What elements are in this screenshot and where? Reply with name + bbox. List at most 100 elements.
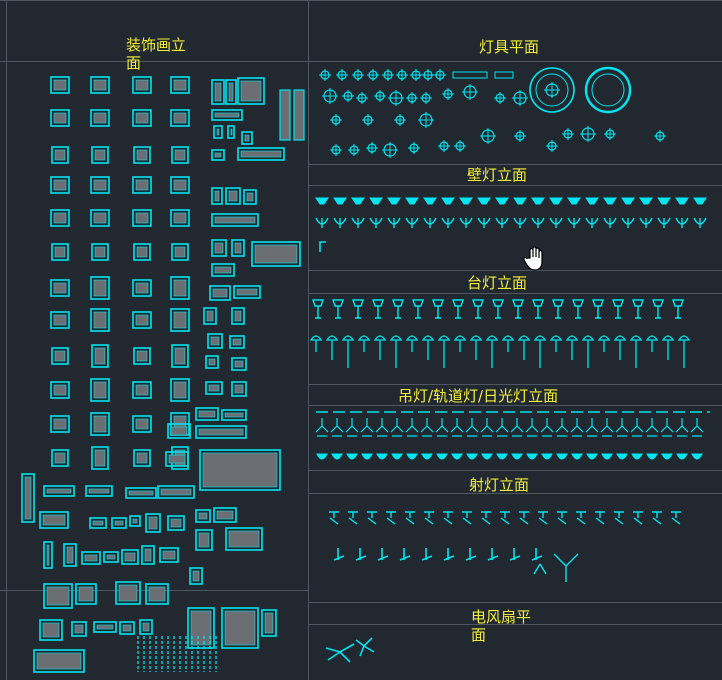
floor-lamp-symbol (677, 335, 691, 368)
wall-lamp-divider (308, 164, 722, 165)
table-lamp-symbol (412, 299, 424, 319)
decor-item-frame (75, 583, 97, 605)
decor-frame-frame (50, 76, 70, 94)
decor-item-frame (167, 423, 191, 439)
table-lamp-symbol (512, 299, 524, 319)
column-divider (308, 0, 309, 680)
spot-lamp-symbol (671, 511, 681, 525)
top-border (0, 0, 722, 1)
decor-item-picture (254, 244, 298, 264)
decor-item-picture (170, 518, 182, 528)
decor-frame-picture (173, 311, 187, 329)
decor-item-frame (195, 425, 247, 439)
spot-lamp-symbol (557, 511, 567, 525)
decor-item-picture (88, 488, 110, 494)
decor-frame-frame (170, 76, 190, 94)
floor-lamp-symbol (629, 335, 643, 368)
fluorescent-plan (494, 71, 514, 79)
decor-frame-picture (53, 314, 67, 326)
spot-lamp-symbol (519, 511, 529, 525)
decor-frame-frame (50, 209, 70, 227)
decor-item-frame (261, 609, 277, 637)
decor-frame-frame (132, 381, 152, 399)
decor-item-picture (240, 80, 262, 102)
ceiling-lamp-plan-large-inner (591, 73, 625, 107)
decor-frame-frame (132, 109, 152, 127)
floor-lamp-symbol (533, 335, 547, 368)
decor-item-frame (21, 473, 35, 523)
wall-lamp-symbol (567, 197, 581, 205)
decor-item-frame (221, 607, 259, 649)
decor-frame-frame (90, 76, 110, 94)
decor-frame-frame (50, 311, 70, 329)
table-lamp-symbol (572, 299, 584, 319)
decor-item-frame (231, 307, 245, 325)
decor-frame-picture (135, 179, 149, 191)
pendant-lamp-symbol (600, 418, 614, 437)
decor-item-frame (167, 515, 185, 531)
decor-item-frame (237, 77, 265, 105)
table-lamp-symbol (472, 299, 484, 319)
decor-frame-picture (93, 212, 107, 224)
decor-item-frame (233, 285, 261, 299)
decor-item-picture (198, 512, 208, 520)
decor-frame-picture (54, 452, 66, 464)
wall-lamp-symbol (531, 197, 545, 205)
wall-lamp-symbol (567, 217, 581, 228)
decor-frame-picture (135, 282, 149, 294)
decor-frame-picture (135, 314, 149, 326)
decor-item-picture (230, 128, 233, 136)
decor-frame-frame (170, 378, 190, 402)
decor-item-frame (145, 513, 161, 533)
decor-frame-frame (90, 412, 110, 436)
pendant-lamp-symbol (556, 453, 568, 460)
decor-item-frame (63, 543, 77, 567)
fan-divider (308, 602, 722, 603)
decor-frame-picture (174, 246, 186, 258)
decor-item-picture (162, 550, 176, 560)
decor-item-picture (46, 488, 72, 494)
decor-item-picture (214, 266, 232, 274)
decor-item-picture (214, 112, 240, 118)
spot-lamp-symbol (652, 511, 662, 525)
decor-item-picture (202, 452, 278, 488)
pendant-lamp-symbol (496, 453, 508, 460)
spot-lamp-symbol (462, 511, 472, 525)
decor-frame-picture (136, 350, 148, 362)
decor-item-frame (165, 451, 189, 467)
decor-item-picture (46, 586, 70, 606)
fan-divider-2 (308, 624, 722, 625)
decor-item-frame (195, 529, 213, 551)
decor-frame-frame (90, 176, 110, 194)
pendant-lamp-symbol (481, 453, 493, 460)
pendant-lamp-symbol (345, 418, 359, 437)
floor-lamp-symbol (581, 335, 595, 368)
decor-item-picture (96, 624, 114, 630)
decor-frame-picture (53, 282, 67, 294)
decor-frame-picture (93, 279, 107, 297)
wall-lamp-symbol (405, 197, 419, 205)
pendant-lamp-symbol (631, 453, 643, 460)
decor-item-frame (225, 187, 241, 205)
decor-item-picture (46, 544, 50, 566)
decor-frame-frame (90, 308, 110, 332)
decor-item-picture (210, 336, 220, 346)
wall-lamp-symbol (603, 197, 617, 205)
decor-item-frame (203, 307, 217, 325)
decor-frame-picture (135, 112, 149, 124)
pendant-lamp-symbol (450, 418, 464, 437)
pendant-lamp-symbol (675, 418, 689, 437)
decor-frame-picture (94, 149, 106, 161)
floor-lamp-symbol (469, 335, 483, 360)
spot-lamp-symbol (614, 511, 624, 525)
decor-frame-frame (50, 415, 70, 433)
decor-frame-picture (93, 415, 107, 433)
decor-frame-frame (91, 344, 109, 368)
decor-item-picture (74, 624, 84, 634)
decor-item-picture (124, 552, 136, 562)
pendant-lamp-symbol (315, 418, 329, 437)
decor-frame-frame (132, 76, 152, 94)
decor-frame-frame (171, 243, 189, 261)
spot-lamp-symbol (333, 548, 345, 561)
